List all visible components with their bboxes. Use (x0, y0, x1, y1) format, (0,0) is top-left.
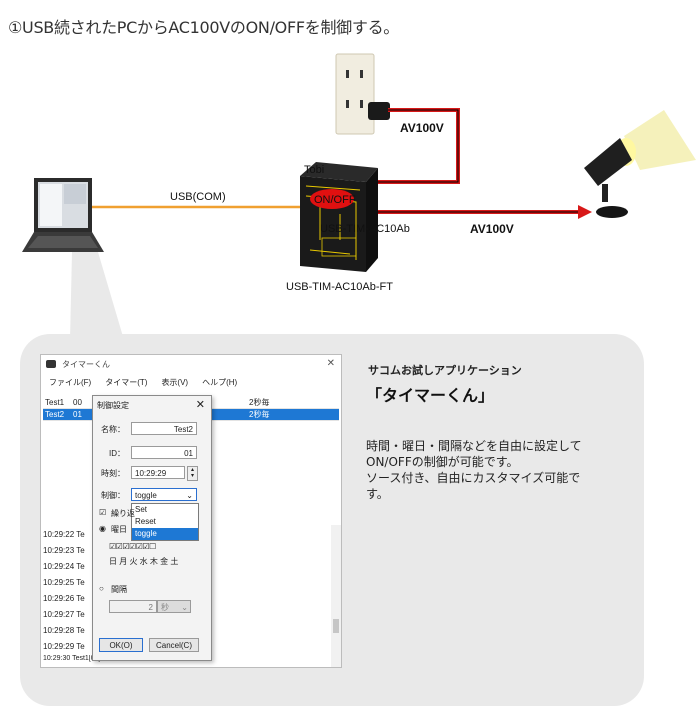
list-item: 10:29:25 Te (43, 578, 85, 587)
time-field[interactable]: 10:29:29 (131, 466, 185, 479)
desc-line: ON/OFFの制御が可能です。 (366, 455, 519, 469)
device-model: USB-TIM-AC10Ab (320, 223, 410, 235)
dialog-close-icon[interactable]: ✕ (195, 399, 205, 411)
window-titlebar: タイマーくん ✕ (41, 355, 341, 373)
badge-label: ON/OFF (314, 194, 356, 206)
menu-timer[interactable]: タイマー(T) (105, 378, 148, 387)
ac-label-bottom: AV100V (470, 222, 514, 236)
interval-label: 間隔 (111, 585, 127, 594)
list-item: 10:29:27 Te (43, 610, 85, 619)
device-icon (300, 162, 378, 272)
app-name: 「タイマーくん」 (366, 386, 495, 405)
ac-arrow-icon (578, 205, 592, 219)
ac-label-top: AV100V (400, 121, 444, 135)
chevron-down-icon: ⌄ (186, 491, 193, 500)
weekday-radio[interactable]: ◉ (99, 524, 106, 533)
interval-radio[interactable]: ○ (99, 584, 104, 593)
control-options-list: Set Reset toggle (131, 503, 199, 541)
control-label: 制御： (101, 491, 125, 500)
device-label: USB-TIM-AC10Ab-FT (286, 281, 393, 293)
on-off-badge (310, 189, 354, 209)
id-label: ID： (109, 449, 125, 458)
menu-help[interactable]: ヘルプ(H) (202, 378, 238, 387)
option-set[interactable]: Set (135, 505, 148, 514)
desc-line: す。 (366, 487, 389, 501)
ok-button[interactable]: OK(O) (99, 638, 143, 652)
id-field[interactable]: 01 (131, 446, 197, 459)
menu-file[interactable]: ファイル(F) (49, 378, 92, 387)
event-log: 10:29:22 Te 10:29:23 Te 10:29:24 Te 10:2… (43, 527, 329, 663)
window-title: タイマーくん (62, 359, 110, 369)
close-icon[interactable]: ✕ (326, 358, 335, 369)
usb-label: USB(COM) (170, 191, 226, 203)
wall-outlet-icon (335, 53, 390, 135)
name-label: 名称： (101, 425, 125, 434)
option-toggle[interactable]: toggle (132, 528, 198, 540)
list-item: 10:29:30 Test1[00]:Set (43, 655, 113, 662)
page-heading: ①USB続されたPCからAC100VのON/OFFを制御する。 (8, 18, 399, 37)
weekday-checkboxes[interactable]: ☑☑☑☑☑☑☐ (109, 542, 156, 551)
interval-unit: 秒 (161, 603, 169, 612)
app-subtitle: サコムお試しアプリケーション (368, 364, 522, 377)
app-description: 時間・曜日・間隔などを自由に設定して ON/OFFの制御が可能です。 ソース付き… (366, 438, 628, 502)
log-scrollbar[interactable] (331, 525, 341, 667)
time-spinner-icon[interactable]: ▴▾ (187, 466, 198, 481)
cancel-button[interactable]: Cancel(C) (149, 638, 199, 652)
weekday-names: 日 月 火 水 木 金 土 (109, 557, 179, 566)
menu-view[interactable]: 表示(V) (161, 378, 189, 387)
list-item: 10:29:29 Te (43, 642, 85, 651)
desc-line: ソース付き、自由にカスタマイズ可能で (366, 471, 581, 485)
interval-unit-select[interactable]: 秒 ⌄ (157, 600, 191, 613)
control-settings-dialog: 制御設定 ✕ 名称： Test2 ID： 01 時刻： 10:29:29 ▴▾ … (92, 395, 212, 661)
list-item: 10:29:23 Te (43, 546, 85, 555)
app-icon (46, 360, 56, 368)
callout-pointer (70, 252, 124, 340)
desc-line: 時間・曜日・間隔などを自由に設定して (366, 439, 582, 453)
list-item: 10:29:26 Te (43, 594, 85, 603)
list-item: 10:29:28 Te (43, 626, 85, 635)
spotlight-icon (584, 110, 696, 218)
option-reset[interactable]: Reset (135, 517, 156, 526)
list-item: 10:29:22 Te (43, 530, 85, 539)
chevron-down-icon: ⌄ (181, 603, 188, 612)
repeat-label: 繰り返 (111, 509, 135, 518)
time-label: 時刻： (101, 469, 125, 478)
dialog-title: 制御設定 (97, 401, 129, 410)
control-select[interactable]: toggle ⌄ (131, 488, 197, 501)
scroll-thumb[interactable] (333, 619, 339, 633)
name-field[interactable]: Test2 (131, 422, 197, 435)
control-select-value: toggle (135, 491, 157, 500)
device-brand: Tobi (304, 164, 324, 176)
menu-bar: ファイル(F) タイマー(T) 表示(V) ヘルプ(H) (41, 377, 237, 389)
laptop-icon (22, 178, 104, 252)
repeat-checkbox[interactable]: ☑ (99, 508, 107, 517)
interval-field[interactable]: 2 (109, 600, 157, 613)
weekday-label: 曜日 (111, 525, 127, 534)
list-item: 10:29:24 Te (43, 562, 85, 571)
